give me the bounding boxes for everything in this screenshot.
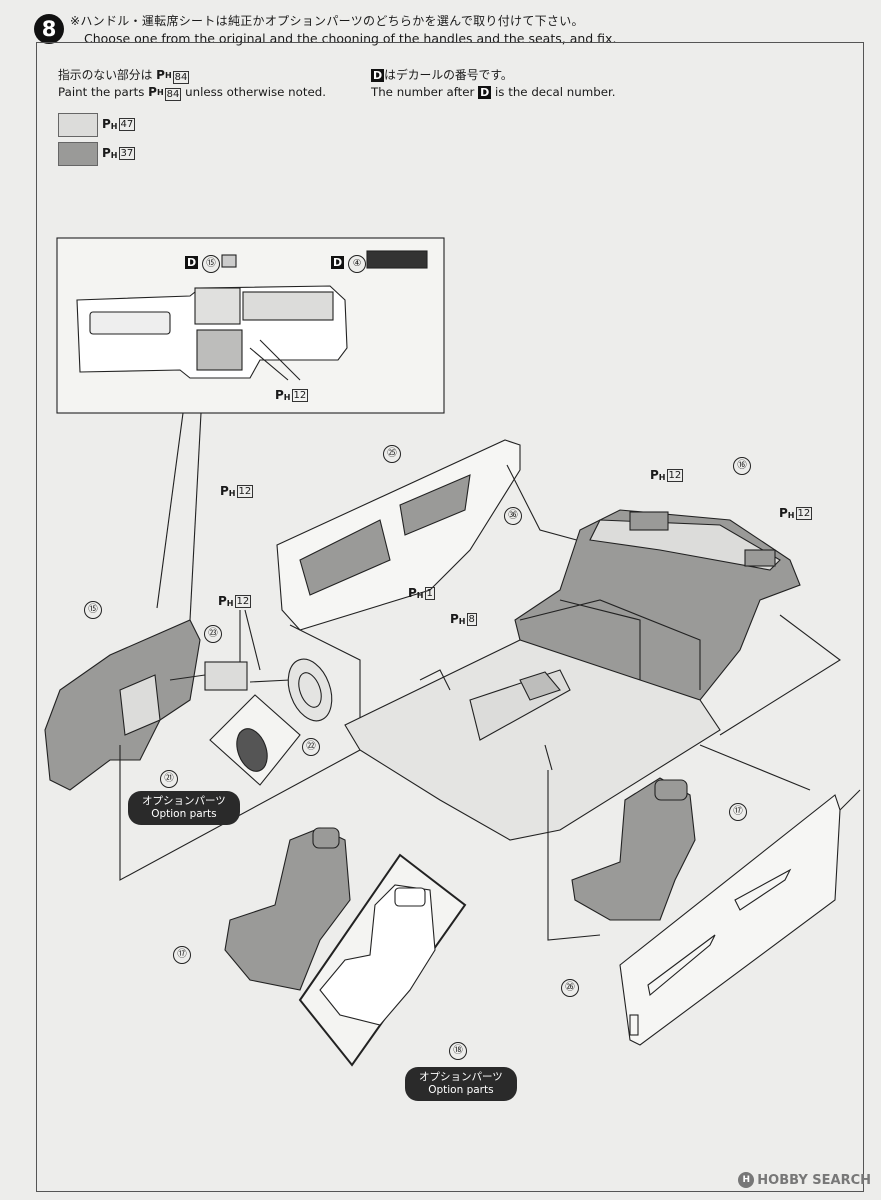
callout-16: ⑯ — [733, 457, 751, 475]
steering-wheel-22 — [287, 658, 333, 722]
floor-pan — [344, 639, 721, 841]
door-panel-26 — [619, 794, 841, 1046]
callout-25: ㉕ — [383, 445, 401, 463]
paint-swatch-dark — [58, 142, 98, 166]
front-seat-17-left — [224, 827, 351, 991]
inset-dashboard — [76, 285, 348, 381]
callout-36: ㊱ — [504, 507, 522, 525]
callout-22: ㉒ — [302, 738, 320, 756]
bucket-seat-18 — [319, 884, 436, 1026]
step-number-badge: 8 — [34, 14, 64, 44]
rear-seat-16 — [514, 509, 801, 701]
inset-decal-15: D ⑮ — [185, 255, 220, 273]
callout-26: ㉖ — [561, 979, 579, 997]
callout-21: ㉑ — [160, 770, 178, 788]
dashboard-15 — [44, 619, 201, 791]
instruction-jp: ※ハンドル・運転席シートは純正かオプションパーツのどちらかを選んで取り付けて下さ… — [70, 14, 584, 28]
callout-18: ⑱ — [449, 1042, 467, 1060]
callout-17-right: ⑰ — [729, 803, 747, 821]
door-panel-25 — [276, 439, 521, 631]
hobby-search-logo-icon: H — [738, 1172, 755, 1188]
callout-15: ⑮ — [84, 601, 102, 619]
front-seat-17-right — [571, 777, 696, 921]
option-wheel-21 — [236, 728, 268, 772]
diagram-frame — [36, 42, 864, 1192]
callout-23: ㉓ — [204, 625, 222, 643]
inset-decal-4: D ④ — [331, 255, 366, 273]
callout-17-left: ⑰ — [173, 946, 191, 964]
steering-column-23 — [204, 609, 261, 691]
paint-swatch-light — [58, 113, 98, 137]
